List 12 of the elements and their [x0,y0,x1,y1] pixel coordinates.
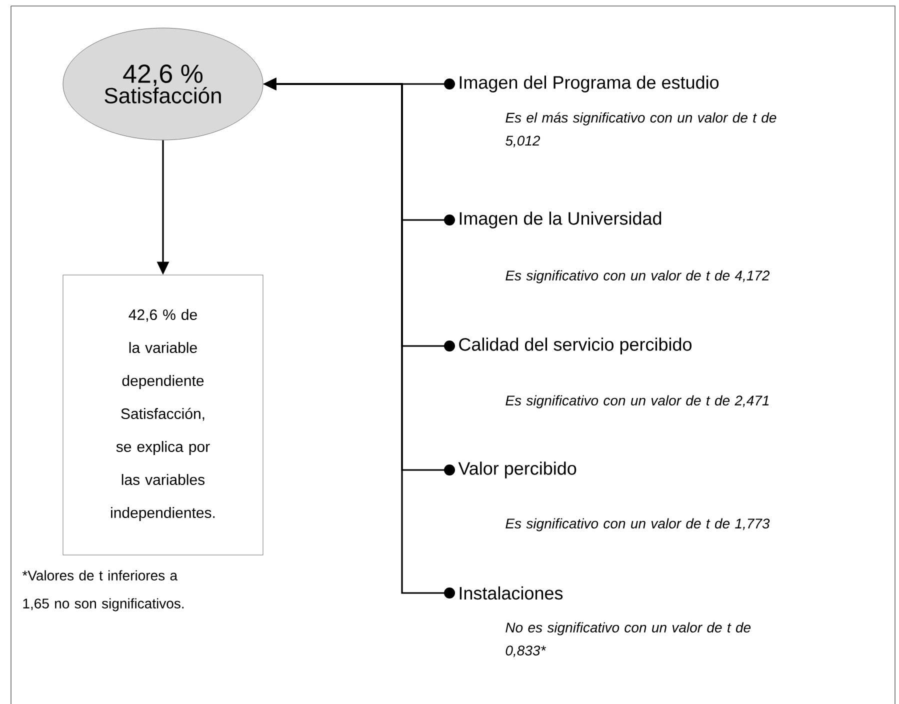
factor-label: Imagen de la Universidad [460,212,662,228]
factor-label: Imagen del Programa de estudio [460,76,719,92]
description: Es significativo con un valor de t de 2,471 [506,395,769,408]
factor-label: Valor percibido [458,462,576,478]
factor-label: Calidad del servicio percibido [459,338,692,354]
description: Es significativo con un valor de t de 1,773 [506,518,770,532]
text-box: 42,6 % de la variable dependiente Satisfacción, se explica por las variables independientes. [62,274,264,556]
footnote: *Valores de t inferiores a 1,65 no son significativos. [22,570,184,612]
description: No es significativo con un valor de t de 0,833* [506,622,751,658]
factor-label: Instalaciones [460,586,563,600]
description: Es el más significativo con un valor de t de 5,012 [506,112,776,148]
description: Es significativo con un valor de t de 4,172 [506,270,770,284]
